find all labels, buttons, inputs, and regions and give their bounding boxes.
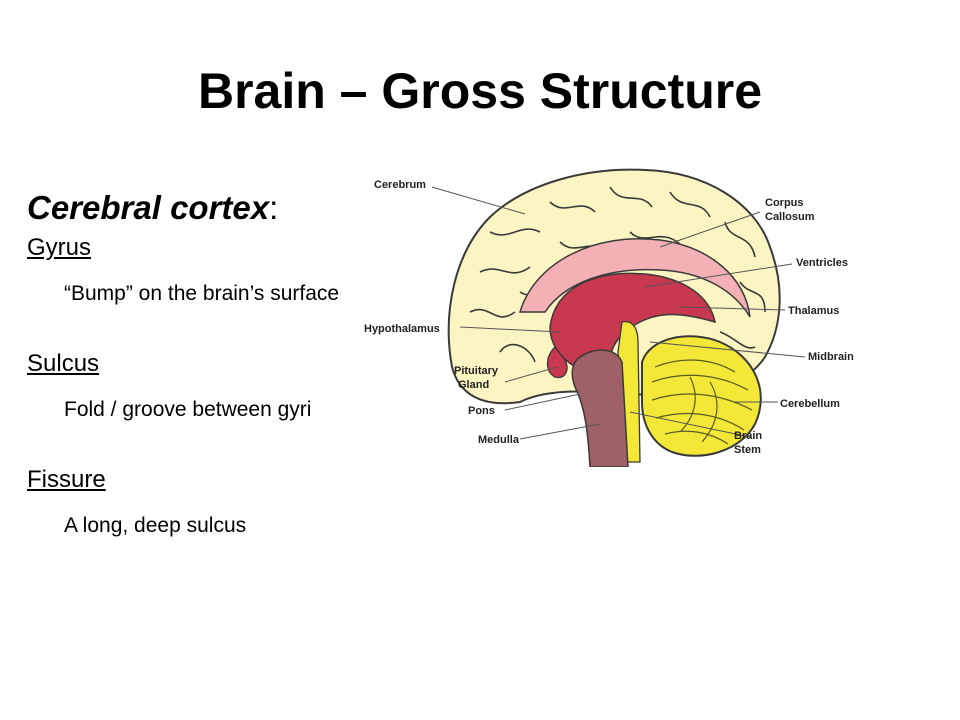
label-ventricles: Ventricles: [796, 257, 848, 269]
section-heading-text: Cerebral cortex: [27, 189, 270, 226]
label-midbrain: Midbrain: [808, 351, 854, 363]
label-cerebellum: Cerebellum: [780, 398, 840, 410]
brain-stem-shape: [571, 349, 629, 467]
term-gyrus: Gyrus: [27, 234, 92, 261]
corpus-callosum-shape: [518, 238, 751, 318]
label-corpus-2: Callosum: [765, 211, 815, 223]
cerebellum-group: [641, 335, 762, 457]
label-pituitary-1: Pituitary: [454, 365, 499, 377]
cerebellum-shape: [641, 335, 762, 457]
label-thalamus: Thalamus: [788, 305, 839, 317]
label-brainstem-2: Stem: [734, 444, 761, 456]
label-medulla: Medulla: [478, 434, 520, 446]
term-fissure: Fissure: [27, 466, 106, 493]
label-pons: Pons: [468, 405, 495, 417]
pituitary-shape: [546, 346, 568, 379]
cerebellum-folia: [651, 359, 753, 445]
section-heading-colon: :: [269, 189, 279, 226]
desc-sulcus: Fold / groove between gyri: [64, 398, 312, 421]
brain-diagram-svg: Cerebrum Corpus Callosum Ventricles Thal…: [364, 168, 854, 467]
label-hypothalamus: Hypothalamus: [364, 323, 440, 335]
section-heading: Cerebral cortex:: [27, 186, 427, 230]
label-pituitary-2: Gland: [458, 379, 489, 391]
leader-lines: [431, 186, 806, 440]
desc-gyrus: “Bump” on the brain’s surface: [64, 282, 340, 305]
term-sulcus: Sulcus: [27, 350, 100, 377]
text-content: Cerebral cortex: Gyrus “Bump” on the bra…: [27, 186, 427, 540]
label-cerebrum: Cerebrum: [374, 179, 426, 191]
brain-diagram: Cerebrum Corpus Callosum Ventricles Thal…: [360, 162, 880, 467]
gyri-folds: [469, 186, 766, 363]
label-brainstem-1: Brain: [734, 430, 762, 442]
slide-title: Brain – Gross Structure: [197, 63, 763, 119]
label-corpus-1: Corpus: [765, 197, 804, 209]
desc-fissure: A long, deep sulcus: [64, 514, 247, 537]
